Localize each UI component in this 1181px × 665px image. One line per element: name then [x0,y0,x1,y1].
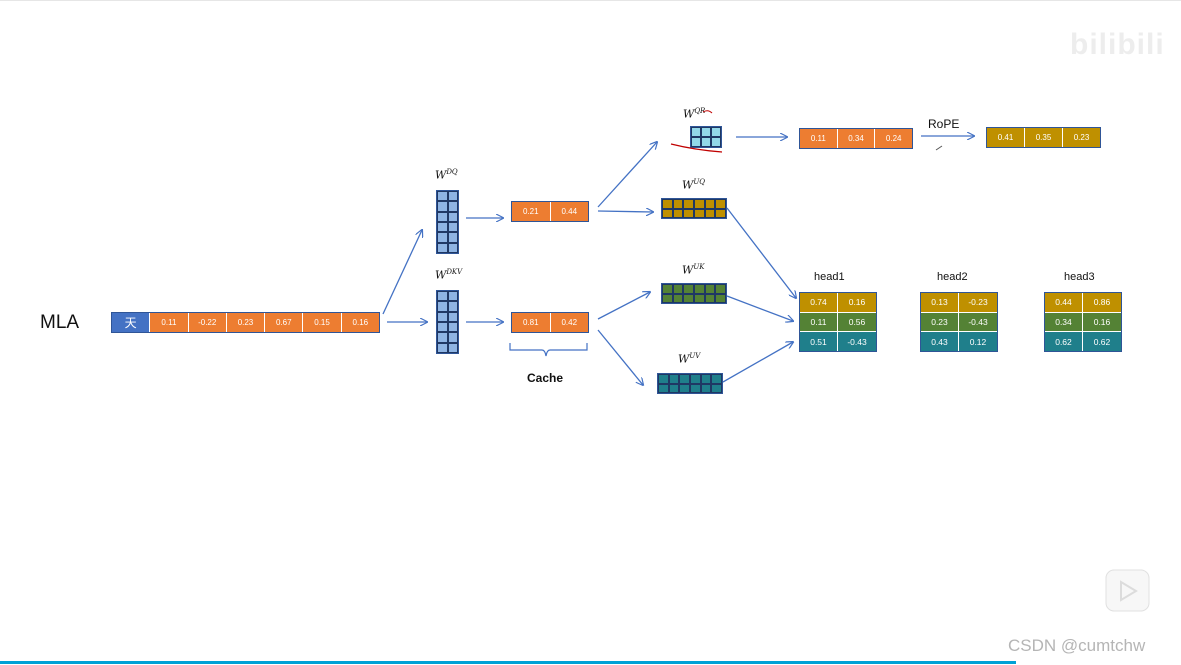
head2-cell: 0.23 [921,312,959,333]
w-dq-sup: DQ [446,168,458,176]
head1-label: head1 [814,271,845,283]
w-dkv-matrix [436,290,459,354]
input-vector: 天 0.11 -0.22 0.23 0.67 0.15 0.16 [111,312,380,333]
input-value: -0.22 [188,313,227,332]
w-qr-base: W [683,107,695,121]
q-latent-value: 0.44 [550,202,588,221]
bottom-progress-line [0,661,1016,664]
head1-cell: 0.74 [800,293,838,313]
w-uk-label: WUK [682,263,704,277]
head3-grid: 0.44 0.86 0.34 0.16 0.62 0.62 [1044,292,1122,352]
q-rope-output-value: 0.41 [987,128,1025,147]
red-annotation-mark [670,143,723,153]
q-rope-input-value: 0.11 [800,129,838,148]
input-token: 天 [112,313,151,332]
input-value: 0.67 [265,313,304,332]
w-uv-sup: UV [689,352,701,360]
head1-cell: -0.43 [838,332,876,351]
input-value: 0.23 [226,313,266,332]
q-rope-input-value: 0.34 [837,129,876,148]
w-dq-label: WDQ [435,168,458,182]
head1-grid: 0.74 0.16 0.11 0.56 0.51 -0.43 [799,292,877,352]
arrow-wuv-to-head [722,342,793,383]
play-icon [1105,569,1150,612]
w-uv-matrix [657,373,723,394]
w-dkv-base: W [435,268,447,282]
input-value: 0.15 [303,313,342,332]
input-value: 0.11 [150,313,189,332]
kv-latent-value: 0.81 [512,313,551,332]
w-qr-sup: QR [694,107,706,115]
red-annotation-mark-top [702,110,713,114]
arrow-input-to-wdq [382,230,422,315]
w-uq-matrix [661,198,727,219]
head1-cell: 0.16 [838,293,876,313]
w-uk-base: W [682,263,694,277]
rope-label: RoPE [928,117,960,131]
head1-cell: 0.51 [800,332,838,351]
w-qr-matrix [690,126,722,148]
w-dkv-sup: DKV [446,268,463,276]
w-uv-label: WUV [678,352,700,366]
diagram-title: MLA [40,312,80,333]
head2-cell: 0.43 [921,332,959,351]
head1-cell: 0.56 [838,312,876,333]
head3-cell: 0.16 [1083,312,1121,333]
head2-cell: -0.43 [959,312,997,333]
kv-latent-vector: 0.81 0.42 [511,312,589,333]
w-qr-label: WQR [683,107,705,121]
arrow-wuk-to-head [726,295,793,321]
head3-cell: 0.86 [1083,293,1121,313]
arrow-kvlatent-to-wuv [597,329,643,385]
q-rope-output-value: 0.23 [1063,128,1100,147]
arrow-qlatent-to-wqr [597,142,657,208]
head3-cell: 0.62 [1083,332,1121,351]
arrow-kvlatent-to-wuk [597,292,650,320]
w-dkv-label: WDKV [435,268,462,282]
head2-label: head2 [937,271,968,283]
input-value: 0.16 [341,313,379,332]
w-uk-sup: UK [693,263,705,271]
q-latent-value: 0.21 [512,202,551,221]
arrow-wuq-to-head [726,207,796,298]
head1-cell: 0.11 [800,312,838,333]
q-rope-output-vector: 0.41 0.35 0.23 [986,127,1101,148]
w-dq-base: W [435,168,447,182]
w-uv-base: W [678,352,690,366]
q-latent-vector: 0.21 0.44 [511,201,589,222]
q-rope-output-value: 0.35 [1025,128,1063,147]
watermark-logo: bilibili [1070,28,1165,61]
cache-brace [509,343,588,357]
w-uq-sup: UQ [693,178,705,186]
q-rope-input-vector: 0.11 0.34 0.24 [799,128,913,149]
w-uk-matrix [661,283,727,304]
head3-label: head3 [1064,271,1095,283]
head2-grid: 0.13 -0.23 0.23 -0.43 0.43 0.12 [920,292,998,352]
w-uq-label: WUQ [682,178,705,192]
arrow-qlatent-to-wuq [597,211,653,212]
head3-cell: 0.62 [1045,332,1083,351]
q-rope-input-value: 0.24 [875,129,913,148]
w-uq-base: W [682,178,694,192]
head3-cell: 0.34 [1045,312,1083,333]
watermark-csdn: CSDN @cumtchw [1008,636,1146,655]
w-dq-matrix [436,190,459,254]
pen-mark [935,145,943,151]
kv-latent-value: 0.42 [550,313,588,332]
head2-cell: 0.13 [921,293,959,313]
head3-cell: 0.44 [1045,293,1083,313]
head2-cell: 0.12 [959,332,997,351]
cache-label: Cache [527,371,564,385]
head2-cell: -0.23 [959,293,997,313]
top-border [0,0,1181,1]
